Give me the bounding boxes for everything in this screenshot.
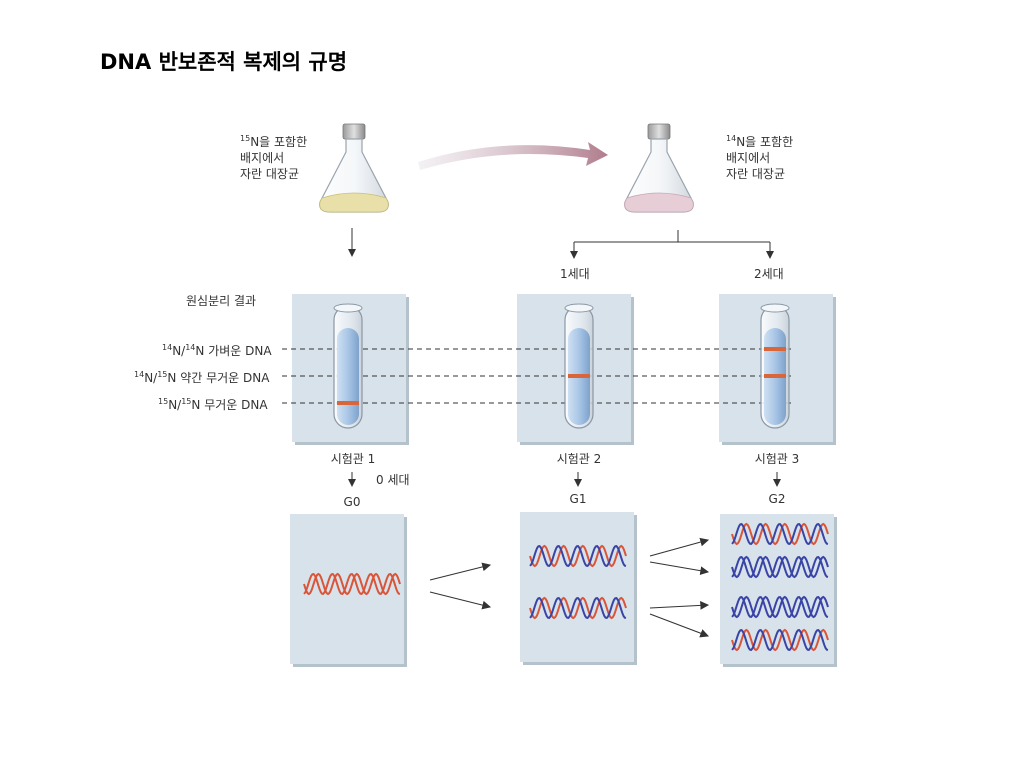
generation-code-g1: G1 bbox=[569, 492, 587, 506]
dna-band-heavy bbox=[337, 401, 359, 405]
test-tube-2 bbox=[564, 303, 594, 429]
dna-band-intermediate bbox=[764, 374, 786, 378]
band-text: N 약간 무거운 DNA bbox=[167, 371, 270, 385]
dna-helix-g1 bbox=[529, 544, 627, 568]
dna-helix-g0 bbox=[303, 572, 401, 596]
helix-panel-g0 bbox=[290, 514, 404, 664]
isotope-superscript: 15 bbox=[240, 134, 251, 143]
dna-helix-g1 bbox=[529, 596, 627, 620]
flask-left-caption: 15N을 포함한 배지에서 자란 대장균 bbox=[240, 134, 307, 182]
replication-arrows bbox=[429, 537, 710, 638]
density-lines bbox=[282, 348, 792, 404]
generation-zero-note: 0 세대 bbox=[376, 473, 410, 487]
isotope-superscript: 14 bbox=[134, 370, 145, 379]
generation-label-1: 1세대 bbox=[560, 267, 590, 281]
caption-line: N을 포함한 bbox=[736, 135, 794, 149]
generation-code-g0: G0 bbox=[343, 495, 361, 509]
generation-code-g2: G2 bbox=[768, 492, 786, 506]
test-tube-3 bbox=[760, 303, 790, 429]
tube-label-2: 시험관 2 bbox=[556, 452, 602, 466]
test-tube-1 bbox=[333, 303, 363, 429]
isotope-superscript: 14 bbox=[162, 343, 173, 352]
dna-helix-g2 bbox=[731, 555, 829, 579]
dna-helix-g2 bbox=[731, 595, 829, 619]
isotope-superscript: 15 bbox=[157, 370, 168, 379]
dna-band-light bbox=[764, 347, 786, 351]
centrifuge-label: 원심분리 결과 bbox=[186, 294, 257, 308]
caption-line: 배지에서 bbox=[726, 151, 771, 165]
band-text: N/ bbox=[168, 398, 182, 412]
isotope-superscript: 14 bbox=[185, 343, 196, 352]
dna-helix-g2 bbox=[731, 628, 829, 652]
caption-line: 자란 대장균 bbox=[240, 167, 300, 181]
band-text: N/ bbox=[144, 371, 158, 385]
generation-label-2: 2세대 bbox=[754, 267, 784, 281]
isotope-superscript: 15 bbox=[158, 397, 169, 406]
band-text: N 가벼운 DNA bbox=[195, 344, 272, 358]
transfer-arrow bbox=[418, 142, 608, 170]
band-label-heavy: 15N/15N 무거운 DNA bbox=[158, 396, 268, 413]
isotope-superscript: 14 bbox=[726, 134, 737, 143]
dna-band-intermediate bbox=[568, 374, 590, 378]
page-title: DNA 반보존적 복제의 규명 bbox=[100, 50, 348, 74]
caption-line: 배지에서 bbox=[240, 151, 285, 165]
band-label-intermediate: 14N/15N 약간 무거운 DNA bbox=[134, 369, 269, 386]
band-label-light: 14N/14N 가벼운 DNA bbox=[162, 342, 272, 359]
tube-label-1: 시험관 1 bbox=[330, 452, 376, 466]
dna-helix-g2 bbox=[731, 522, 829, 546]
flask-15n bbox=[319, 123, 389, 213]
tube-label-3: 시험관 3 bbox=[754, 452, 800, 466]
helix-panel-g1 bbox=[520, 512, 634, 662]
band-text: N/ bbox=[172, 344, 186, 358]
band-text: N 무거운 DNA bbox=[191, 398, 268, 412]
flask-14n bbox=[624, 123, 694, 213]
caption-line: N을 포함한 bbox=[250, 135, 308, 149]
flask-right-caption: 14N을 포함한 배지에서 자란 대장균 bbox=[726, 134, 793, 182]
isotope-superscript: 15 bbox=[181, 397, 192, 406]
caption-line: 자란 대장균 bbox=[726, 167, 786, 181]
